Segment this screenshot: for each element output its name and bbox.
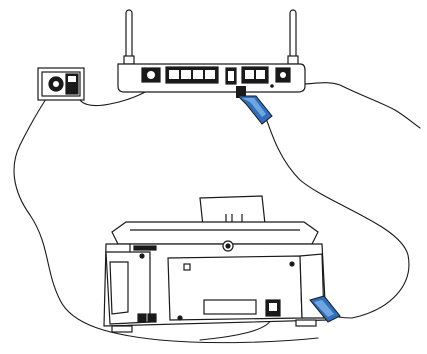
wireless-router <box>117 9 306 93</box>
usb-cable <box>265 117 410 319</box>
usb-plug-printer <box>309 295 341 323</box>
wall-power-outlet <box>37 67 85 101</box>
router-antenna-right <box>289 9 297 63</box>
outlet-power-cable <box>13 95 319 344</box>
router-antenna-left <box>125 9 133 63</box>
usb-plug-router <box>236 86 273 125</box>
router-lan-ports <box>165 66 219 84</box>
router-power-cable <box>282 79 421 129</box>
printer-rear-view <box>103 195 327 333</box>
